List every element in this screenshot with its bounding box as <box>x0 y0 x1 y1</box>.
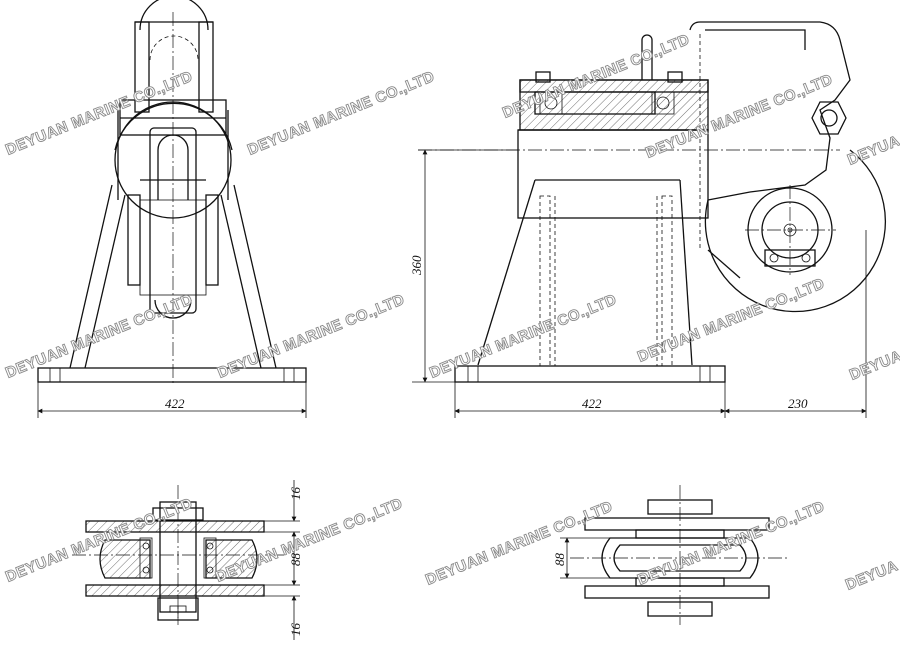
section-top-flange-label: 16 <box>288 487 303 501</box>
section-bottom-flange-label: 16 <box>288 623 303 637</box>
front-base-width-label: 422 <box>165 396 185 411</box>
watermark-cut: DEYUA <box>845 132 900 168</box>
watermark: DEYUAN MARINE CO.,LTD <box>635 498 827 589</box>
watermark: DEYUAN MARINE CO.,LTD <box>635 275 827 366</box>
watermark: DEYUAN MARINE CO.,LTD <box>427 291 619 382</box>
side-overhang-label: 230 <box>788 396 808 411</box>
front-view: 422 <box>37 0 307 418</box>
section-view: 16 88 16 <box>72 480 303 640</box>
plan-groove-label: 88 <box>552 553 567 567</box>
section-groove-label: 88 <box>288 553 303 567</box>
watermark-cut: DEYUA <box>843 557 900 593</box>
watermark: DEYUAN MARINE CO.,LTD <box>245 68 437 159</box>
watermark: DEYUAN MARINE CO.,LTD <box>423 498 615 589</box>
plan-view: 88 <box>552 485 790 625</box>
side-base-width-label: 422 <box>582 396 602 411</box>
side-height-label: 360 <box>409 255 424 276</box>
watermark-cut: DEYUA <box>847 347 900 383</box>
side-view: 360 422 230 <box>409 21 886 418</box>
watermark: DEYUAN MARINE CO.,LTD <box>215 291 407 382</box>
watermark: DEYUAN MARINE CO.,LTD <box>3 495 195 586</box>
watermark: DEYUAN MARINE CO.,LTD <box>3 68 195 159</box>
